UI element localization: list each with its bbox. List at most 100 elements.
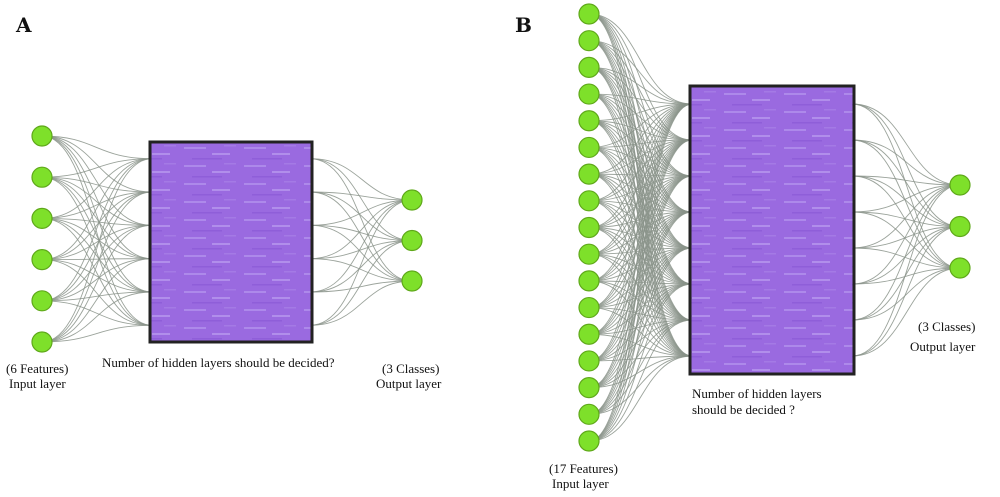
output-edge xyxy=(851,103,961,269)
input-edge xyxy=(588,40,693,213)
input-edge xyxy=(588,211,693,389)
output-edge xyxy=(851,139,961,186)
input-edge xyxy=(588,103,693,335)
input-edge xyxy=(41,176,153,260)
output-edge xyxy=(309,199,413,293)
panel-a-output-caption-line1: (3 Classes) xyxy=(382,361,439,376)
input-node xyxy=(578,403,600,425)
input-edge xyxy=(41,135,153,260)
input-edge xyxy=(41,291,153,302)
panel-a-hidden-caption: Number of hidden layers should be decide… xyxy=(102,355,335,370)
input-edge xyxy=(588,283,693,442)
output-edge xyxy=(309,240,413,326)
input-edge xyxy=(41,191,153,261)
output-edge xyxy=(851,103,961,186)
output-edge xyxy=(851,103,961,227)
input-edge xyxy=(588,13,693,141)
input-edge xyxy=(41,176,153,193)
input-edge xyxy=(588,283,693,362)
input-node xyxy=(578,243,600,265)
input-edge xyxy=(588,139,693,175)
input-edge xyxy=(41,291,153,343)
input-edge xyxy=(588,175,693,228)
input-edge xyxy=(588,355,693,389)
input-edge xyxy=(41,191,153,343)
input-edge xyxy=(41,300,153,326)
output-edge xyxy=(851,184,961,285)
input-edge xyxy=(588,139,693,148)
input-edge xyxy=(41,176,153,293)
input-edge xyxy=(588,93,693,141)
input-edge xyxy=(588,173,693,177)
output-edge xyxy=(851,267,961,357)
output-edge xyxy=(309,199,413,226)
output-edge xyxy=(309,280,413,293)
panel-b-input-caption-line1: (17 Features) xyxy=(549,461,618,476)
input-edge xyxy=(41,224,153,261)
input-edge xyxy=(588,175,693,362)
input-edge xyxy=(41,191,153,219)
output-edge xyxy=(851,175,961,269)
input-edge xyxy=(41,176,153,226)
panel-a-edges xyxy=(41,135,413,343)
output-node xyxy=(949,257,971,279)
input-edge xyxy=(588,175,693,335)
input-edge xyxy=(41,158,153,261)
panel-b-output-caption-line1: (3 Classes) xyxy=(918,319,975,334)
output-edge xyxy=(851,175,961,186)
input-edge xyxy=(41,259,153,326)
output-node xyxy=(401,270,423,292)
panel-b-nodes xyxy=(578,3,971,452)
panel-b-edges xyxy=(588,13,961,442)
input-edge xyxy=(588,139,693,415)
input-edge xyxy=(588,103,693,389)
input-node xyxy=(578,110,600,132)
input-edge xyxy=(41,135,153,293)
panel-b-label: B xyxy=(515,13,532,37)
input-edge xyxy=(588,103,693,175)
input-edge xyxy=(41,191,153,302)
input-edge xyxy=(588,355,693,415)
input-node xyxy=(578,136,600,159)
input-node xyxy=(578,270,600,292)
input-node xyxy=(578,216,600,239)
input-edge xyxy=(41,217,153,260)
output-edge xyxy=(309,158,413,282)
input-edge xyxy=(588,66,693,105)
input-edge xyxy=(41,158,153,178)
input-edge xyxy=(588,103,693,228)
output-edge xyxy=(851,267,961,321)
input-edge xyxy=(588,319,693,415)
input-edge xyxy=(588,66,693,177)
input-edge xyxy=(588,247,693,389)
input-edge xyxy=(588,247,693,362)
input-edge xyxy=(41,158,153,302)
output-edge xyxy=(309,199,413,326)
input-node xyxy=(578,56,600,78)
input-edge xyxy=(588,66,693,249)
input-edge xyxy=(41,217,153,326)
input-edge xyxy=(588,139,693,335)
input-edge xyxy=(588,175,693,202)
input-edge xyxy=(41,258,153,343)
input-edge xyxy=(588,40,693,249)
input-edge xyxy=(41,324,153,343)
input-edge xyxy=(588,93,693,105)
input-edge xyxy=(588,13,693,105)
output-edge xyxy=(309,158,413,241)
input-edge xyxy=(588,93,693,177)
input-edge xyxy=(588,103,693,202)
input-node xyxy=(578,30,600,52)
input-edge xyxy=(588,13,693,213)
input-edge xyxy=(588,103,693,122)
output-edge xyxy=(309,224,413,241)
input-edge xyxy=(588,40,693,177)
input-edge xyxy=(588,103,693,148)
input-edge xyxy=(588,355,693,362)
input-node xyxy=(578,430,600,452)
input-edge xyxy=(588,103,693,255)
input-edge xyxy=(41,258,153,261)
input-node xyxy=(31,249,53,271)
input-edge xyxy=(588,120,693,141)
input-edge xyxy=(588,139,693,228)
